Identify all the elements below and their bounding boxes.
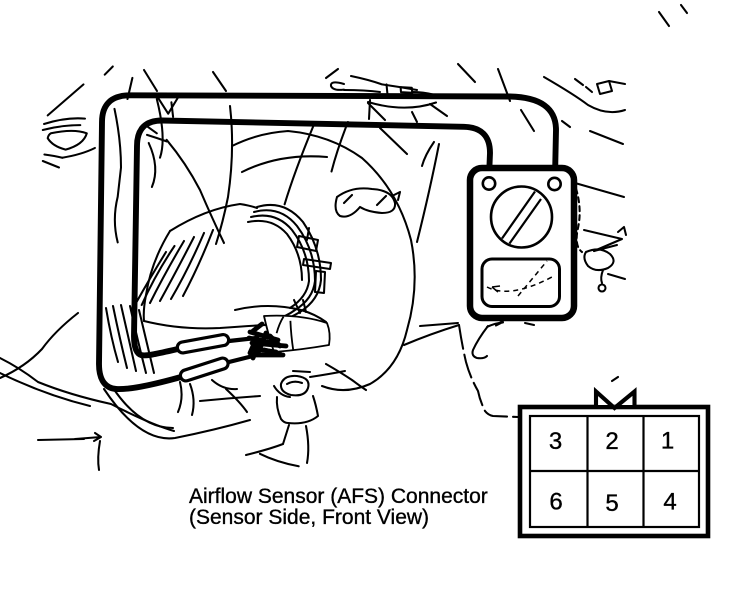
svg-text:4: 4 — [663, 489, 676, 516]
svg-text:(Sensor Side, Front View): (Sensor Side, Front View) — [189, 506, 429, 529]
svg-text:2: 2 — [605, 428, 618, 455]
svg-text:3: 3 — [549, 428, 562, 455]
svg-text:5: 5 — [605, 490, 618, 517]
svg-text:Airflow Sensor (AFS) Connector: Airflow Sensor (AFS) Connector — [189, 485, 488, 508]
svg-text:1: 1 — [661, 428, 674, 455]
svg-text:6: 6 — [549, 489, 562, 516]
